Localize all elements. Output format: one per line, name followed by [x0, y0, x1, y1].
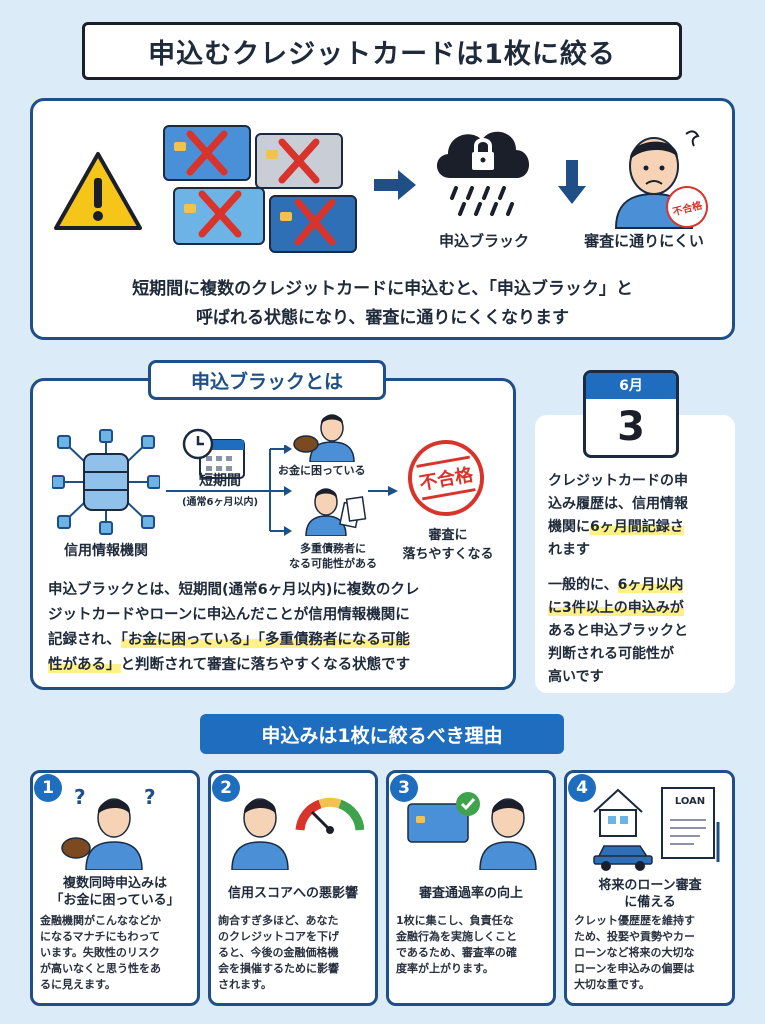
- side-line9: 高いです: [548, 669, 604, 685]
- reason-body-4-line: クレット優歴歴を維持す: [574, 914, 695, 927]
- reason-number-2: 2: [212, 774, 240, 802]
- label-fail-1: 審査に: [428, 528, 468, 543]
- reason-title-3: 審査通過率の向上: [418, 886, 523, 901]
- top-description-line2: 呼ばれる状態になり、審査に通りにくくなります: [196, 308, 569, 328]
- reason-body-2: 詢合すぎ多ほど、あなた のクレジットコアを下げ ると、今後の金融価格機 会を損催…: [218, 913, 374, 993]
- reason-body-4-line: ローンを申込みの偏要は: [574, 961, 695, 975]
- reason-body-4-line: 大切な重です。: [574, 977, 650, 991]
- label-blacklist: 申込ブラック: [438, 232, 529, 250]
- side-line5a: 一般的に、: [548, 577, 618, 593]
- side-line3a: 機関に: [548, 519, 590, 535]
- blacklist-paragraph: 申込ブラックとは、短期間(通常6ヶ月以内)に複数のクレ ジットカードやローンに申…: [48, 578, 508, 678]
- side-panel: [535, 415, 735, 693]
- warning-icon: [54, 152, 142, 230]
- reason-body-4-line: ローンなど将来の大切な: [574, 945, 695, 959]
- side-line3: 機関に6ヶ月間記録さ: [548, 516, 730, 539]
- reason-body-2-line: 会を損催するために影響: [218, 961, 339, 975]
- reason-body-2-line: のクレジットコアを下げ: [218, 929, 339, 943]
- reasons-header: 申込みは1枚に絞るべき理由: [200, 714, 564, 754]
- reason-title-4b: に備える: [624, 895, 676, 910]
- side-text: クレジットカードの申 込み履歴は、信用情報 機関に6ヶ月間記録さ れます 一般的…: [548, 470, 730, 689]
- reason-body-1-line: 金融機関がこんななどか: [40, 914, 161, 927]
- side-line1: クレジットカードの申: [548, 473, 688, 489]
- arrow-down-icon: [558, 160, 586, 204]
- card-check-person-icon: [407, 792, 537, 870]
- reason-body-3-line: であるため、審査率の確: [396, 945, 517, 959]
- reason-body-1-line: になるマナチにもわって: [40, 929, 161, 943]
- blacklist-paragraph-line4: 性がある」と判断されて審査に落ちやすくなる状態です: [48, 653, 508, 678]
- side-line6: に3件以上の申込みが: [548, 600, 684, 616]
- flow-arrows: [166, 445, 398, 536]
- loan-document-label: LOAN: [674, 796, 706, 807]
- side-highlight2: 6ヶ月以内: [617, 577, 684, 593]
- label-short-period-sub: (通常6ヶ月以内): [181, 497, 259, 508]
- label-hard-to-pass: 審査に通りにくい: [584, 232, 704, 250]
- label-credit-agency: 信用情報機関: [64, 543, 148, 559]
- reason-body-4-line: ため、投娶や貢勢やカー: [574, 929, 695, 943]
- arrow-right-icon: [374, 170, 416, 200]
- calendar-icon: 6月 3: [583, 370, 679, 458]
- side-line2: 込み履歴は、信用情報: [548, 496, 688, 512]
- label-fail-2: 落ちやすくなる: [402, 547, 494, 562]
- fail-stamp-large-text: 不合格: [417, 464, 475, 495]
- blacklist-paragraph-line4b: と判断されて審査に落ちやすくなる状態です: [120, 657, 411, 673]
- side-line8: 判断される可能性が: [548, 646, 674, 662]
- reason-body-3-line: 金融行為を実施しくこと: [396, 929, 517, 943]
- person-gauge-icon: [231, 797, 364, 870]
- blacklist-paragraph-line1: 申込ブラックとは、短期間(通常6ヶ月以内)に複数のクレ: [48, 582, 420, 598]
- blacklist-paragraph-line3: 記録され、「お金に困っている」「多重債務者になる可能: [48, 628, 508, 653]
- reason-title-4a: 将来のローン審査: [598, 878, 702, 893]
- fail-stamp-small-text: 不合格: [671, 199, 704, 218]
- crossed-credit-cards-icon: [163, 125, 357, 253]
- person-bills-icon: [305, 488, 367, 536]
- reason-body-4: クレット優歴歴を維持す ため、投娶や貢勢やカー ローンなど将来の大切な ローンを…: [574, 913, 732, 993]
- reason-body-1-line: るに見えます。: [40, 977, 116, 991]
- reason-body-3-line: 度率が上がります。: [396, 961, 494, 975]
- label-multi-debtor-2: なる可能性がある: [289, 557, 377, 570]
- reason-title-1a: 複数同時申込みは: [62, 876, 167, 891]
- reason-body-2-line: 詢合すぎ多ほど、あなた: [218, 914, 339, 927]
- house-car-loan-icon: [593, 787, 720, 871]
- cloud-lock-icon: [436, 131, 530, 216]
- reason-body-3-line: 1枚に集こし、負責任な: [396, 914, 514, 927]
- label-money-trouble: お金に困っている: [278, 464, 366, 477]
- reason-number-4: 4: [568, 774, 596, 802]
- reason-number-1: 1: [34, 774, 62, 802]
- reason-body-3: 1枚に集こし、負責任な 金融行為を実施しくこと であるため、審査率の確 度率が上…: [396, 913, 552, 977]
- svg-text:?: ?: [144, 785, 156, 809]
- svg-text:?: ?: [74, 785, 86, 809]
- blacklist-paragraph-line2: ジットカードやローンに申込んだことが信用情報機関に: [48, 607, 410, 623]
- reason-body-1-line: います。失敗性のリスク: [40, 945, 160, 959]
- person-empty-wallet-icon: [293, 414, 355, 462]
- side-highlight1: 6ヶ月間記録さ: [590, 519, 684, 535]
- top-description-line1: 短期間に複数のクレジットカードに申込むと、「申込ブラック」と: [132, 279, 633, 299]
- page-title: 申込むクレジットカードは1枚に絞る: [82, 22, 682, 80]
- clock-calendar-icon: [182, 428, 245, 479]
- calendar-day: 3: [617, 404, 645, 450]
- calendar-month: 6月: [586, 373, 676, 399]
- side-line4: れます: [548, 542, 590, 558]
- reason-title-1b: 「お金に困っている」: [50, 893, 180, 908]
- reason-body-1: 金融機関がこんななどか になるマナチにもわって います。失敗性のリスク が高いな…: [40, 913, 196, 993]
- label-multi-debtor-1: 多重債務者に: [300, 542, 366, 555]
- reason-body-2-line: ると、今後の金融価格機: [218, 945, 339, 959]
- blacklist-paragraph-line3a: 記録され、: [48, 632, 121, 648]
- reason-title-2: 信用スコアへの悪影響: [227, 886, 358, 901]
- blacklist-paragraph-highlight2: 性がある」: [48, 657, 121, 673]
- label-short-period: 短期間: [199, 473, 241, 489]
- reason-number-3: 3: [390, 774, 418, 802]
- database-network-icon: [52, 429, 160, 535]
- reason-body-1-line: が高いなくと思う性をあ: [40, 961, 161, 975]
- reason-body-2-line: されます。: [218, 977, 272, 991]
- blacklist-explain-header: 申込ブラックとは: [148, 360, 386, 400]
- blacklist-paragraph-highlight1: 「お金に困っている」「多重債務者になる可能: [120, 632, 410, 648]
- side-line7: あると申込ブラックと: [548, 623, 688, 639]
- confused-person-wallet-icon: ? ?: [61, 785, 156, 870]
- side-line5: 一般的に、6ヶ月以内: [548, 574, 730, 597]
